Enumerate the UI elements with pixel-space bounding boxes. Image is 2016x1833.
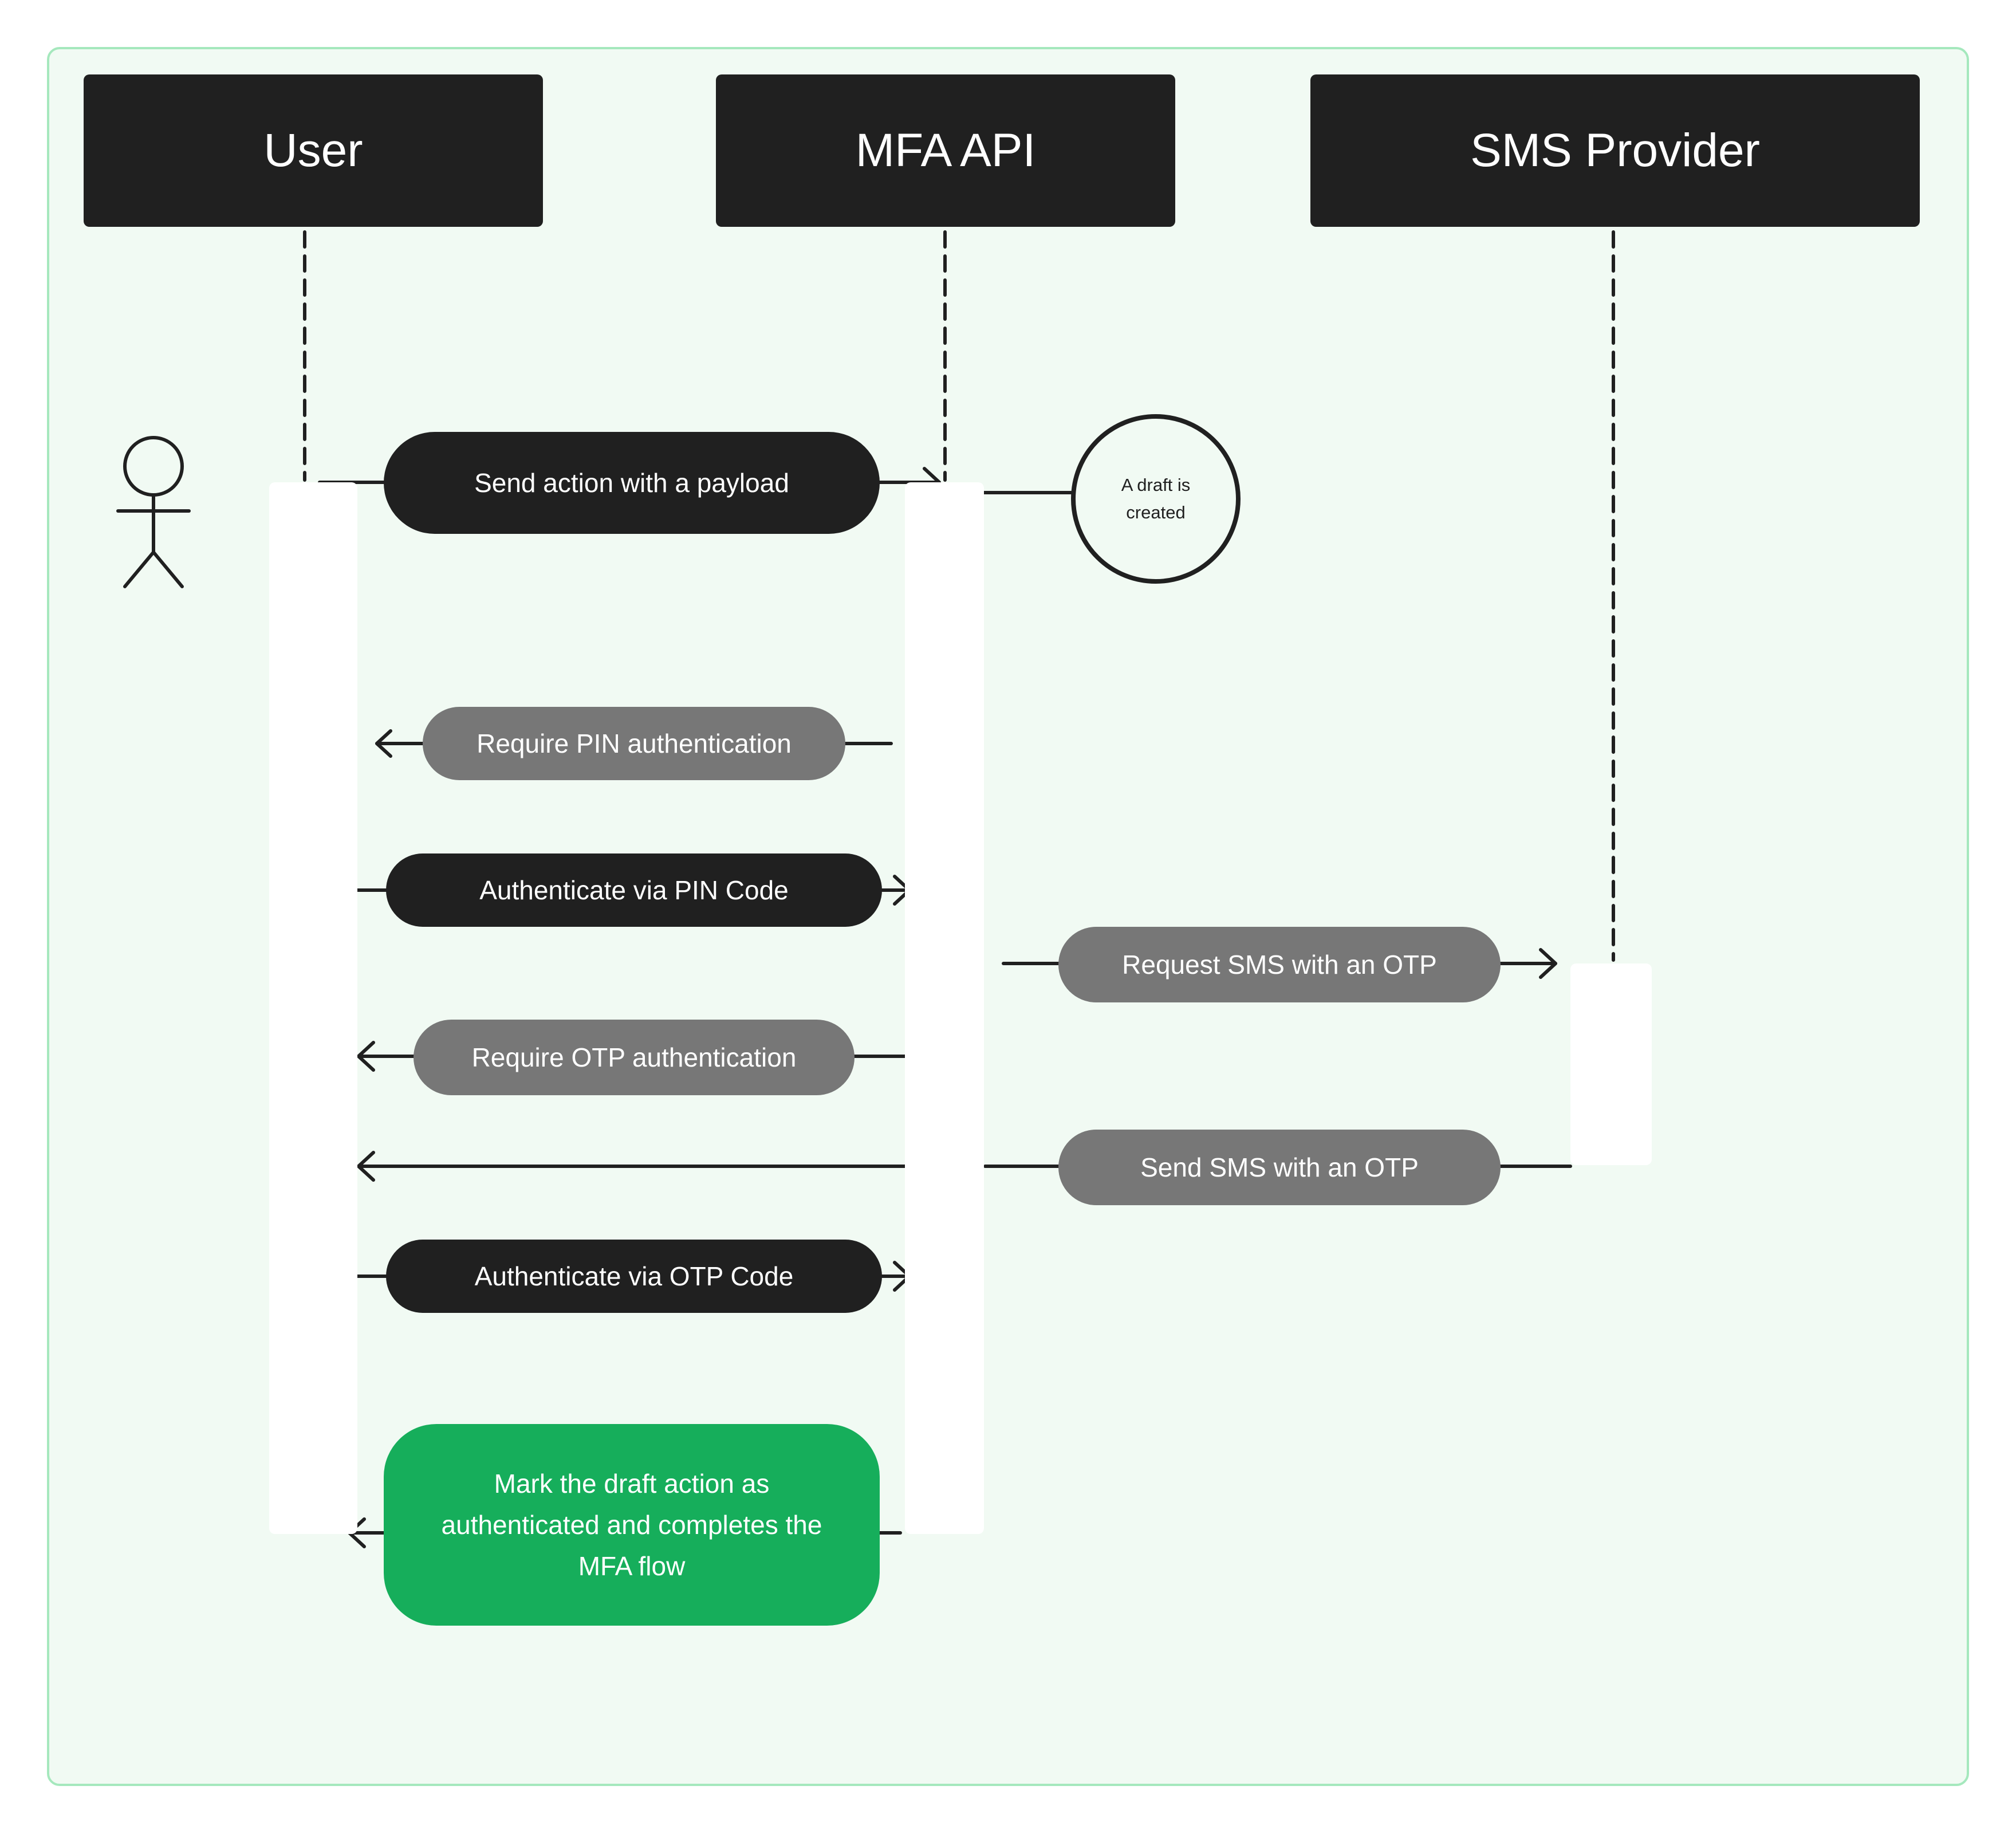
message-require-otp: Require OTP authentication [414,1020,855,1095]
mfa-api-activation-bar [905,482,984,1534]
participant-user: User [84,74,543,227]
draft-created-note: A draft is created [1071,414,1241,584]
user-actor-icon [116,436,191,588]
message-auth-pin: Authenticate via PIN Code [386,853,882,927]
participant-sms-provider: SMS Provider [1310,74,1920,227]
participant-mfa-api: MFA API [716,74,1175,227]
diagram-frame [47,47,1969,1786]
message-send-sms: Send SMS with an OTP [1058,1130,1501,1205]
message-auth-otp: Authenticate via OTP Code [386,1240,882,1313]
message-require-pin: Require PIN authentication [423,707,845,780]
sms-provider-activation-bar [1570,963,1652,1165]
message-mark-complete: Mark the draft action as authenticated a… [384,1424,880,1626]
user-activation-bar [269,482,357,1534]
message-request-sms: Request SMS with an OTP [1058,927,1501,1002]
message-send-action: Send action with a payload [384,432,880,534]
